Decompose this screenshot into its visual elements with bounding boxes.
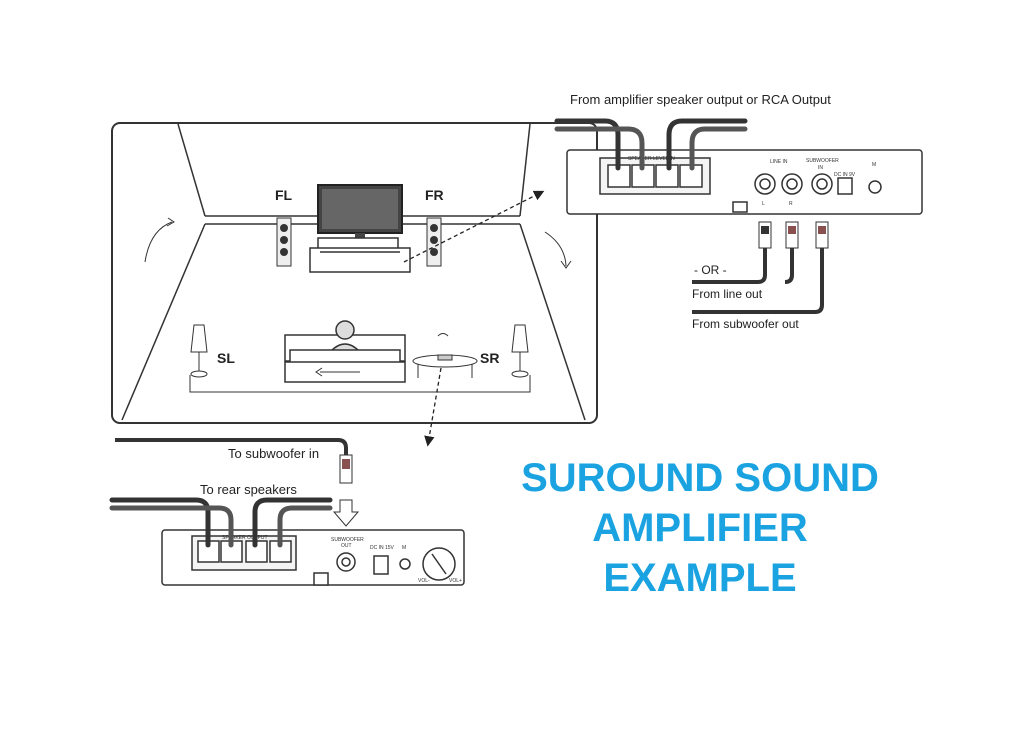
top-amp-terminal-label: SPEAKER LEVEL IN — [628, 156, 675, 162]
label-from-subwoofer-out: From subwoofer out — [692, 317, 799, 331]
top-amp-line-in-label: LINE IN — [770, 159, 788, 165]
sofa-listener-icon — [284, 320, 406, 383]
label-or: - OR - — [694, 263, 727, 277]
top-amplifier-panel — [566, 149, 923, 215]
front-left-speaker-icon — [276, 217, 292, 267]
bottom-amp-vol-plus-label: VOL+ — [449, 578, 462, 584]
label-from-amp: From amplifier speaker output or RCA Out… — [570, 92, 831, 107]
bottom-amp-dc-label: DC IN 15V — [370, 545, 395, 551]
label-fl: FL — [275, 187, 293, 203]
bottom-amp-speaker-wires — [109, 497, 333, 548]
label-sl: SL — [217, 350, 235, 366]
top-amp-l-label: L — [762, 201, 765, 207]
side-table-icon — [412, 333, 478, 378]
title-line-3: EXAMPLE — [603, 556, 797, 600]
room-illustration — [111, 122, 598, 424]
surround-left-speaker-icon — [190, 324, 208, 378]
top-amp-rca-cables — [692, 221, 829, 314]
top-amp-r-label: R — [789, 201, 793, 207]
bottom-amp-sub-out-label-1: SUBWOOFER — [331, 537, 364, 543]
top-amp-speaker-wires — [554, 118, 748, 171]
front-right-speaker-icon — [426, 217, 442, 267]
bottom-amp-m-label: M — [402, 545, 406, 551]
bottom-amp-terminal-label: SPEAKER OUTPUT — [222, 535, 268, 541]
surround-right-speaker-icon — [511, 324, 529, 378]
label-fr: FR — [425, 187, 444, 203]
top-amp-m-label: M — [872, 162, 876, 168]
dashed-arrow-to-bottom-amp — [424, 367, 442, 447]
label-from-line-out: From line out — [692, 287, 763, 301]
top-amp-dc-label: DC IN 9V — [834, 172, 856, 178]
label-sr: SR — [480, 350, 499, 366]
bottom-amp-vol-minus-label: VOL- — [418, 578, 430, 584]
dashed-arrow-to-top-amp — [403, 190, 545, 263]
top-amp-sub-in-label-1: SUBWOOFER — [806, 158, 839, 164]
bottom-amp-subwoofer-cable — [115, 438, 360, 527]
tv-cabinet — [309, 237, 411, 273]
top-amp-sub-in-label-2: IN — [818, 165, 823, 171]
bottom-amp-sub-out-label-2: OUT — [341, 543, 352, 549]
title-line-1: SUROUND SOUND — [521, 456, 879, 500]
title-line-2: AMPLIFIER — [592, 506, 808, 550]
label-to-subwoofer-in: To subwoofer in — [228, 446, 319, 461]
tv-icon — [317, 184, 403, 239]
label-to-rear-speakers: To rear speakers — [200, 482, 297, 497]
